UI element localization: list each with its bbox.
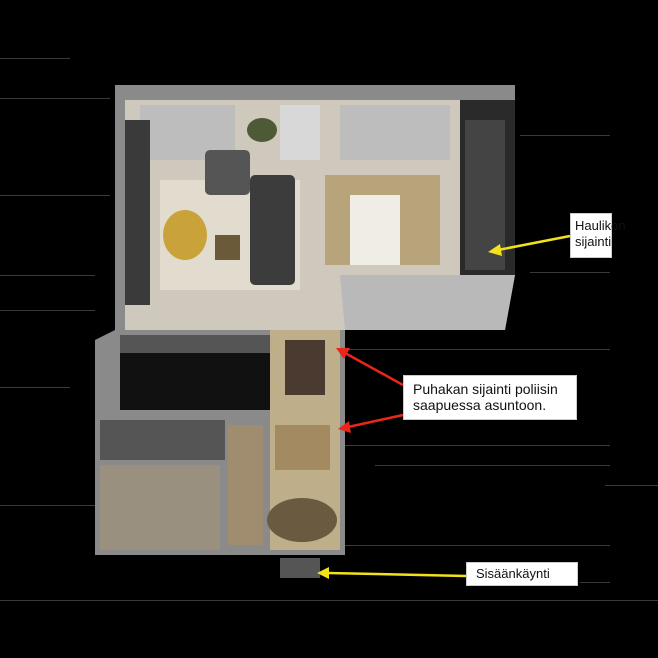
sauna [100, 465, 220, 550]
window-right [340, 105, 450, 160]
entrance-door [280, 558, 320, 578]
yellow-chair [163, 210, 207, 260]
round-rug [267, 498, 337, 542]
bathroom [100, 420, 225, 460]
sofa [250, 175, 295, 285]
shelf-left [125, 120, 150, 305]
entrance-label: Sisäänkäynti [466, 562, 578, 586]
person-position-1 [285, 340, 325, 395]
shotgun-arrow [488, 234, 571, 256]
door-top [280, 105, 320, 160]
person-arrow-1 [336, 348, 404, 387]
armchair [205, 150, 250, 195]
entrance-arrow [317, 567, 467, 579]
kitchen-counter [465, 120, 505, 270]
person-arrow-2 [338, 413, 404, 433]
plant [247, 118, 277, 142]
person-position-2 [275, 425, 330, 470]
person-location-label: Puhakan sijainti poliisin saapuessa asun… [403, 375, 577, 420]
kitchen-front-wall [340, 275, 515, 330]
stairs [120, 335, 270, 353]
coffee-table [215, 235, 240, 260]
dining-table [350, 195, 400, 265]
shotgun-location-label: Haulikon sijainti [570, 213, 626, 258]
closet [228, 425, 263, 545]
